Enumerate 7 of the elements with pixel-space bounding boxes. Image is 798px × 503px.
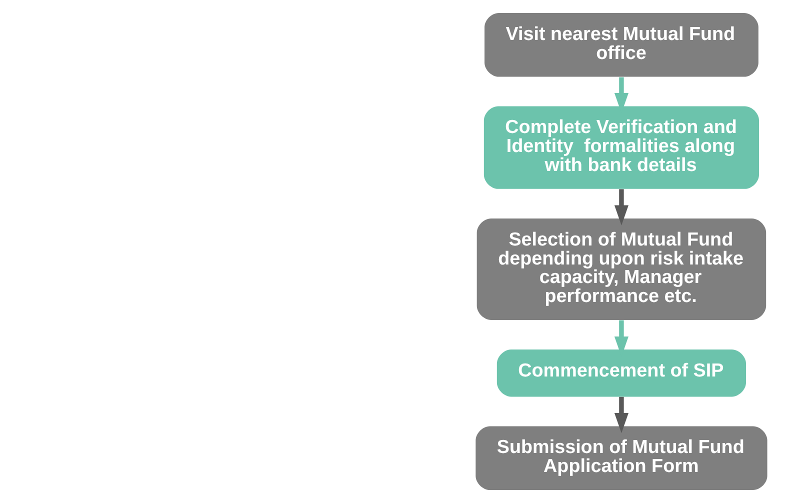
node-box: Visit nearest Mutual Fund office xyxy=(484,13,758,77)
arrow xyxy=(614,396,628,434)
node-box: Commencement of SIP xyxy=(496,350,746,397)
arrow xyxy=(614,189,628,226)
node-box: Complete Verification and Identity formalities along with bank details xyxy=(483,106,759,189)
node-box: Submission of Mutual Fund Application Form xyxy=(475,426,767,490)
node-box: Selection of Mutual Fund depending upon risk intake capacity, Manager performance etc. xyxy=(476,218,766,320)
